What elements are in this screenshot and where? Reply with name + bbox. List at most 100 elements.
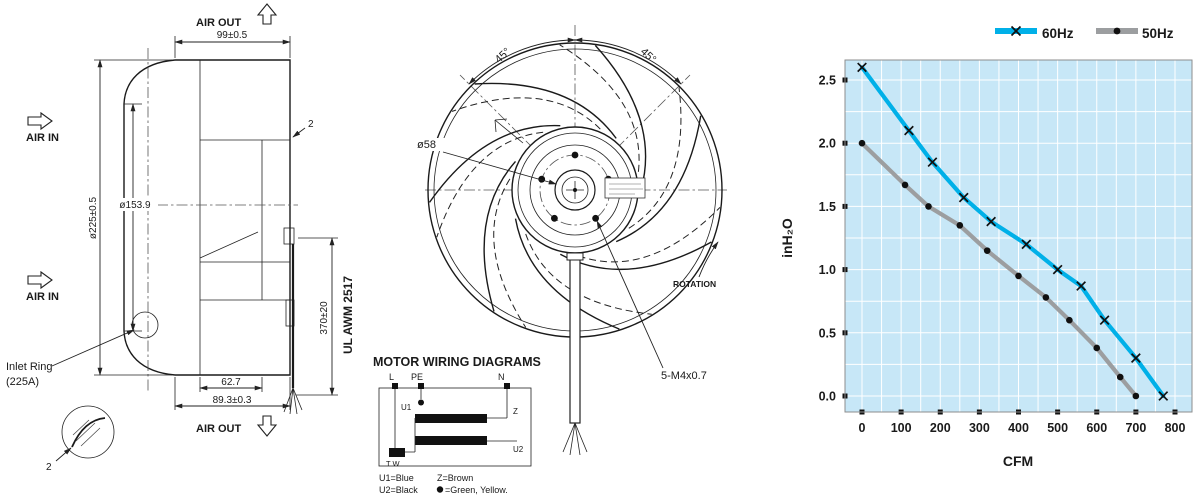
inlet-ring-detail-view: 2 [46,405,115,473]
impeller-blade [615,115,702,243]
x-tick-label: 100 [891,421,912,435]
winding-1 [415,414,487,423]
impeller-blade-hidden-edge [578,207,721,263]
x-axis-title: CFM [1003,453,1033,469]
dim-inlet-diameter: ø153.9 [112,103,158,332]
terminal-l-label: L [389,372,394,382]
y-tick-label: 2.5 [819,74,836,88]
dim-wall-thickness-value: 2 [308,119,314,130]
cable-spec-label: UL AWM 2517 [341,276,355,354]
x-tick-label: 400 [1008,421,1029,435]
plot-border [844,59,1193,413]
x-tick-label: 500 [1047,421,1068,435]
screw-hole-dot [551,214,558,222]
impeller-front-view-drawing: 45° 45° ø58 ROTATION 5-M4x0.7 [373,25,727,495]
impeller-blade [428,124,561,203]
dim-cable-length-value: 370±20 [319,301,330,335]
impeller-blade-hidden-edge [451,97,601,130]
legend-60hz-label: 60Hz [1042,26,1074,41]
legend-50hz-marker-icon [1113,27,1121,35]
flow-direction-arrow-icon [494,118,524,144]
y-tick-label: 0.5 [819,326,836,340]
impeller-blades [428,44,721,330]
marker-x-60Hz [927,157,938,168]
motor-wiring-diagram: MOTOR WIRING DIAGRAMS L PE N T W U1 Z U2… [373,355,541,495]
angle-arc-right [574,37,682,85]
wiring-title: MOTOR WIRING DIAGRAMS [373,355,541,369]
y-tick-label: 0.0 [819,390,836,404]
wiring-legend-z: Z=Brown [437,473,473,483]
impeller-blade-hidden-edge [559,44,640,172]
x-tick-label: 200 [930,421,951,435]
screw-hole-dot [592,214,599,222]
marker-dot-50Hz [1042,294,1050,301]
y-tick-label: 2.0 [819,137,836,151]
chart-legend: 60Hz 50Hz [995,25,1174,41]
dim-cable-length: 370±20 [296,237,338,396]
dim-depth-outer-value: 89.3±0.3 [213,395,252,406]
marker-dot-50Hz [1132,392,1140,400]
marker-x-60Hz [904,125,914,136]
angle-arc-left [468,37,576,85]
impeller-cable [562,252,588,456]
dim-depth-inner: 62.7 [199,377,263,392]
dim-depth-inner-value: 62.7 [221,377,241,388]
dim-depth-outer: 89.3±0.3 [174,377,291,410]
marker-dot-50Hz [1093,344,1101,352]
marker-x-60Hz [1021,239,1032,250]
u1-label: U1 [401,403,412,412]
air-in-top-arrow-icon [27,111,53,131]
u2-label: U2 [513,445,524,454]
x-tick-label: 700 [1125,421,1146,435]
impeller-blade [474,82,617,139]
pe-earth-dot [418,399,424,406]
dim-width-value: 99±0.5 [217,30,248,41]
marker-dot-50Hz [925,203,932,210]
earth-symbol-icon [436,486,444,493]
x-tick-label: 800 [1165,421,1186,435]
terminal-n-label: N [498,372,505,382]
marker-dot-50Hz [1116,373,1124,381]
air-in-top-label: AIR IN [26,132,59,144]
y-axis-title: inH₂O [779,218,795,258]
impeller-blade-hidden-edge [493,178,527,328]
marker-dot-50Hz [983,247,991,254]
screw-hole-dot [538,175,546,183]
winding-2 [415,436,487,445]
screw-callout: 5-M4x0.7 [596,220,707,382]
rotation-indicator: ROTATION [673,241,719,289]
x-tick-label: 300 [969,421,990,435]
air-in-bottom-label: AIR IN [26,291,59,303]
inlet-ring-label-2: (225A) [6,376,39,388]
thermal-switch-label: T W [386,459,401,468]
dim-inlet-diameter-value: ø153.9 [119,200,151,211]
dim-detail-thickness-value: 2 [46,462,52,473]
screw-spec-label: 5-M4x0.7 [661,370,707,382]
dim-width-99: 99±0.5 [174,30,291,58]
legend-50hz-label: 50Hz [1142,26,1174,41]
fan-side-view-drawing: AIR OUT 99±0.5 ø225±0.5 ø153.9 AIR IN AI [6,3,355,473]
marker-dot-50Hz [858,139,866,147]
air-in-bottom-arrow-icon [27,270,53,290]
impeller-blade [514,218,620,330]
dim-outer-diameter: ø225±0.5 [88,59,172,376]
hub-diameter-value: ø58 [417,139,436,151]
fan-side-view-panel: AIR OUT 99±0.5 ø225±0.5 ø153.9 AIR IN AI [0,0,365,500]
marker-x-60Hz [986,216,997,227]
rotation-label: ROTATION [673,279,716,289]
x-tick-label: 600 [1086,421,1107,435]
marker-x-60Hz [857,62,867,73]
thermal-switch [389,448,405,457]
marker-x-60Hz [1076,281,1087,291]
y-tick-label: 1.0 [819,263,836,277]
marker-dot-50Hz [956,222,964,229]
wiring-legend-u2: U2=Black [379,485,418,495]
impeller-blade [594,44,647,191]
housing-outline [123,59,295,376]
marker-x-60Hz [1158,391,1169,401]
air-out-bottom-label: AIR OUT [196,423,242,435]
y-tick-label: 1.5 [819,200,836,214]
marker-x-60Hz [1099,315,1110,326]
